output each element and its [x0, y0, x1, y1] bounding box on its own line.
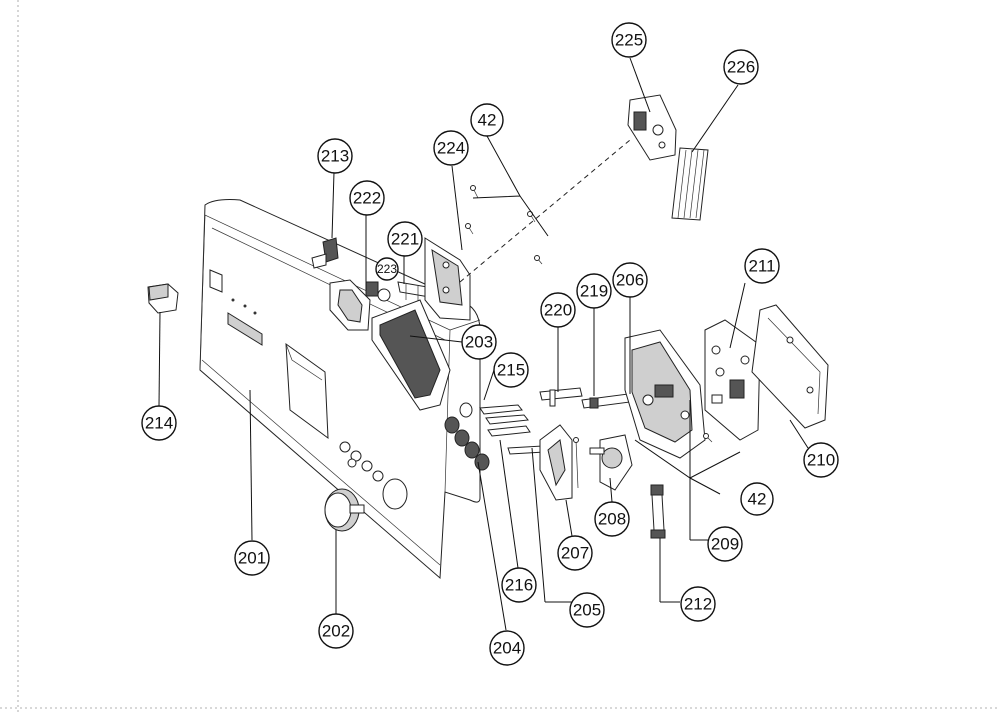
- callout-223: 223: [375, 257, 399, 281]
- callout-201: 201: [234, 540, 270, 576]
- callout-212-label: 212: [684, 595, 712, 614]
- callout-210-label: 210: [807, 451, 835, 470]
- callout-205-label: 205: [573, 601, 601, 620]
- part-206-control-housing: [624, 329, 706, 459]
- callout-219: 219: [576, 273, 612, 309]
- callout-211-label: 211: [748, 257, 775, 276]
- callout-226: 226: [723, 49, 759, 85]
- part-226-ribbon-cable: [671, 147, 709, 221]
- callout-212: 212: [680, 586, 716, 622]
- assembly-dashed-line: [459, 139, 631, 283]
- callout-211: 211: [744, 248, 780, 284]
- callout-42-bottom-label: 42: [748, 490, 767, 509]
- callout-204: 204: [489, 630, 525, 666]
- part-203-button-bar: [371, 299, 451, 411]
- callout-222-label: 222: [353, 189, 381, 208]
- callout-220: 220: [540, 292, 576, 328]
- callout-222: 222: [349, 180, 385, 216]
- callout-208-label: 208: [598, 510, 626, 529]
- callout-225: 225: [611, 22, 647, 58]
- part-208-rotary-switch: [589, 434, 633, 491]
- part-219-shaft: [581, 393, 631, 409]
- callout-201-label: 201: [238, 549, 266, 568]
- callout-214-label: 214: [145, 414, 173, 433]
- part-225-circuit-board: [627, 94, 677, 161]
- callout-221: 221: [387, 221, 423, 257]
- callout-204-label: 204: [493, 639, 521, 658]
- callout-207: 207: [557, 535, 593, 571]
- part-213-clip: [311, 237, 339, 269]
- callout-207-label: 207: [561, 544, 589, 563]
- part-42-screws-top: [465, 185, 543, 265]
- part-42-screw-bottom: [703, 433, 713, 443]
- callout-203: 203: [461, 324, 497, 360]
- part-207-clip-bracket: [539, 424, 579, 501]
- callout-206: 206: [612, 262, 648, 298]
- callout-202-label: 202: [322, 622, 350, 641]
- callout-208: 208: [594, 501, 630, 537]
- callout-214: 214: [141, 405, 177, 441]
- callout-202: 202: [318, 613, 354, 649]
- part-222-display-window: [329, 279, 371, 331]
- part-214-cap: [147, 283, 179, 314]
- part-224-bracket: [424, 237, 471, 321]
- callout-221-label: 221: [391, 230, 419, 249]
- part-223-connector: [365, 281, 391, 302]
- part-211-pcb-module: [704, 319, 761, 441]
- callout-216-label: 216: [505, 576, 533, 595]
- callout-219-label: 219: [580, 282, 608, 301]
- part-210-back-plate: [751, 304, 829, 429]
- callout-224: 224: [433, 130, 469, 166]
- callout-209: 209: [707, 526, 743, 562]
- callout-203-label: 203: [465, 333, 493, 352]
- callout-215: 215: [493, 352, 529, 388]
- callout-210: 210: [803, 442, 839, 478]
- callout-213: 213: [317, 138, 353, 174]
- callout-42-top: 42: [470, 103, 504, 137]
- part-212-connector: [650, 484, 666, 539]
- part-215-levers: [479, 404, 531, 437]
- callout-224-label: 224: [437, 139, 465, 158]
- callout-205: 205: [569, 592, 605, 628]
- callout-220-label: 220: [544, 301, 572, 320]
- leader-lines: [158, 57, 809, 631]
- callout-223-label: 223: [377, 262, 397, 276]
- callout-216: 216: [501, 567, 537, 603]
- callout-215-label: 215: [497, 361, 525, 380]
- part-220-shaft: [539, 387, 583, 407]
- callout-206-label: 206: [616, 271, 644, 290]
- part-202-knob: [324, 488, 365, 532]
- callout-209-label: 209: [711, 535, 739, 554]
- callout-42-bottom: 42: [740, 482, 774, 516]
- callout-42-top-label: 42: [478, 111, 497, 130]
- callout-213-label: 213: [321, 147, 349, 166]
- callout-226-label: 226: [727, 58, 755, 77]
- callout-225-label: 225: [615, 31, 643, 50]
